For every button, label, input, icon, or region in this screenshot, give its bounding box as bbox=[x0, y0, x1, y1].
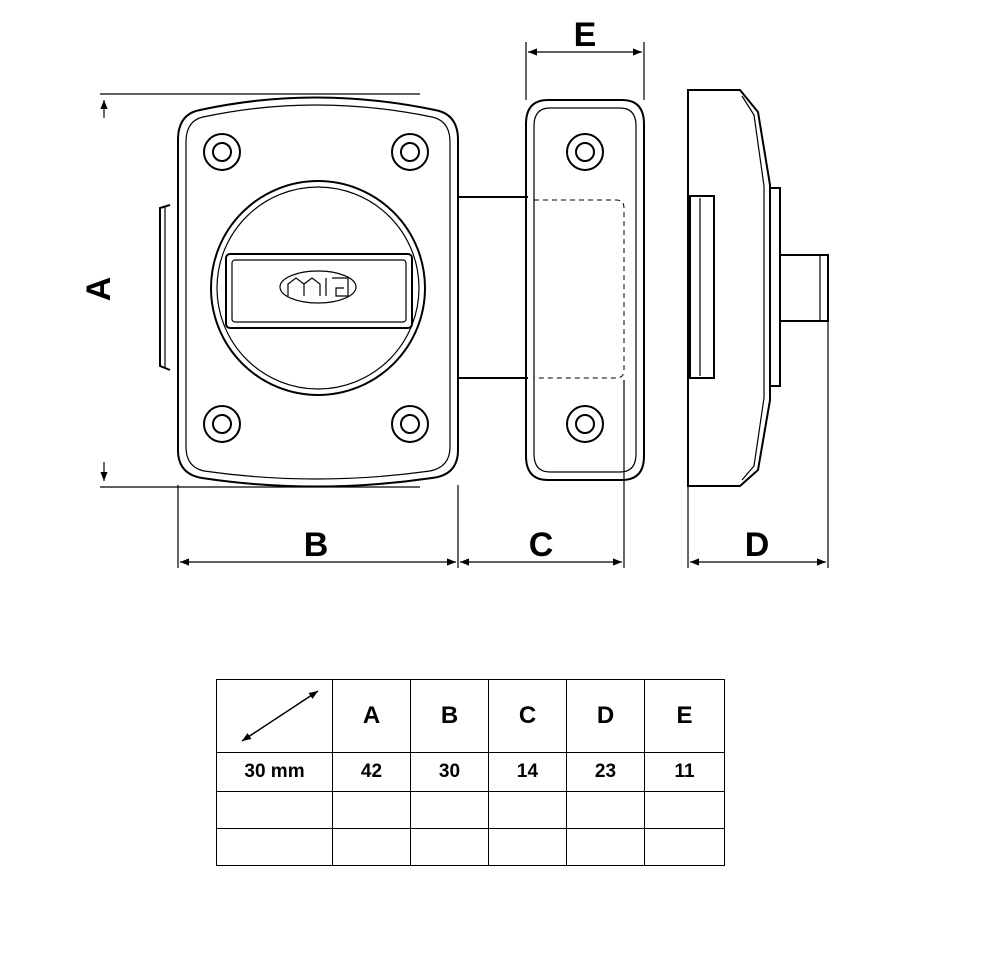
table-cell-empty bbox=[566, 828, 645, 866]
table-cell-empty bbox=[216, 791, 333, 829]
dimension-label-d: D bbox=[745, 526, 770, 564]
table-row-empty bbox=[216, 828, 725, 866]
screw-hole-front-br bbox=[391, 405, 429, 443]
screw-hole-front-tl bbox=[203, 133, 241, 171]
table-cell-c: 14 bbox=[488, 752, 567, 792]
dimension-b bbox=[177, 485, 459, 568]
dimension-label-e: E bbox=[574, 16, 597, 54]
dimension-label-c: C bbox=[529, 526, 554, 564]
table-cell-d: 23 bbox=[566, 752, 645, 792]
table-row: 30 mm 42 30 14 23 11 bbox=[216, 752, 725, 792]
side-view bbox=[687, 89, 829, 487]
screw-hole-strike-bottom bbox=[566, 405, 604, 443]
front-plate bbox=[159, 96, 459, 488]
table-cell-empty bbox=[488, 828, 567, 866]
table-header-e: E bbox=[644, 679, 725, 753]
table-header-row: A B C D E bbox=[216, 679, 725, 753]
dimension-label-a: A bbox=[80, 277, 118, 302]
table-header-d: D bbox=[566, 679, 645, 753]
table-cell-empty bbox=[566, 791, 645, 829]
dimension-label-b: B bbox=[304, 526, 329, 564]
table-cell-empty bbox=[216, 828, 333, 866]
dimension-e bbox=[525, 42, 645, 100]
table-header-b: B bbox=[410, 679, 489, 753]
table-cell-e: 11 bbox=[644, 752, 725, 792]
table-cell-empty bbox=[488, 791, 567, 829]
screw-hole-strike-top bbox=[566, 133, 604, 171]
table-header-c: C bbox=[488, 679, 567, 753]
bolt-bar bbox=[458, 196, 528, 379]
table-cell-size: 30 mm bbox=[216, 752, 333, 792]
table-cell-empty bbox=[332, 828, 411, 866]
dimensions-table: A B C D E 30 mm 42 30 14 23 11 bbox=[216, 679, 725, 866]
screw-hole-front-bl bbox=[203, 405, 241, 443]
diagonal-arrow-icon bbox=[216, 679, 333, 753]
screw-hole-front-tr bbox=[391, 133, 429, 171]
table-cell-empty bbox=[410, 828, 489, 866]
table-cell-empty bbox=[410, 791, 489, 829]
table-cell-empty bbox=[644, 791, 725, 829]
table-cell-empty bbox=[644, 828, 725, 866]
dimension-c bbox=[460, 380, 625, 568]
table-cell-a: 42 bbox=[332, 752, 411, 792]
table-header-a: A bbox=[332, 679, 411, 753]
amig-logo bbox=[279, 270, 357, 304]
table-cell-b: 30 bbox=[410, 752, 489, 792]
table-cell-empty bbox=[332, 791, 411, 829]
knob-housing bbox=[210, 180, 426, 396]
dimension-a bbox=[100, 93, 420, 488]
table-row-empty bbox=[216, 791, 725, 829]
strike-plate bbox=[525, 99, 645, 481]
dimension-d bbox=[687, 320, 829, 568]
